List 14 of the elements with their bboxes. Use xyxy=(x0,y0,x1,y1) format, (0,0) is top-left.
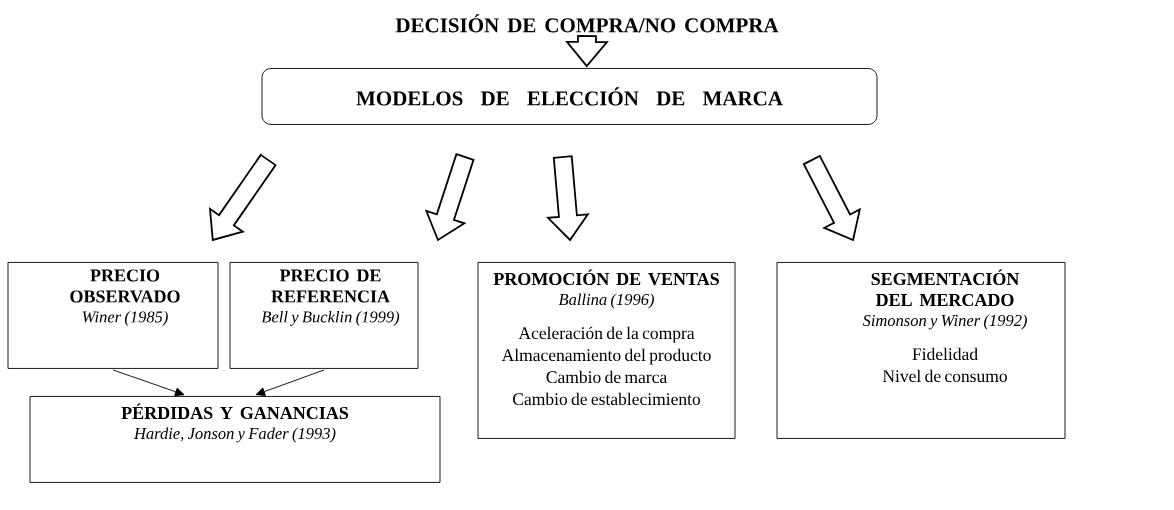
arrow xyxy=(112,369,185,396)
text-box: PÉRDIDAS Y GANANCIAS Hardie, Jonson y Fader (1993) xyxy=(29,396,441,483)
text-box: SEGMENTACIÓN DEL MERCADO Simonson y Winer (1992) Fidelidad Nivel de consumo xyxy=(776,262,1066,439)
title-text: DECISIÓN DE COMPRA/NO COMPRA xyxy=(395,14,779,33)
hollow-arrow xyxy=(424,153,475,242)
hollow-arrow xyxy=(546,155,590,242)
hollow-arrow xyxy=(208,153,277,242)
text-box: PRECIO OBSERVADO Winer (1985) xyxy=(7,262,219,369)
text-box: PROMOCIÓN DE VENTAS Ballina (1996) Aceleración de la compra Almacenamiento del producto Cambio de marca Cambio de establecimiento xyxy=(477,262,736,439)
rounded-box: MODELOS DE ELECCIÓN DE MARCA xyxy=(261,68,878,125)
arrow xyxy=(255,369,325,396)
hollow-arrow xyxy=(565,35,609,68)
hollow-arrow xyxy=(802,154,862,242)
text-box: PRECIO DE REFERENCIA Bell y Bucklin (1999) xyxy=(229,262,419,369)
